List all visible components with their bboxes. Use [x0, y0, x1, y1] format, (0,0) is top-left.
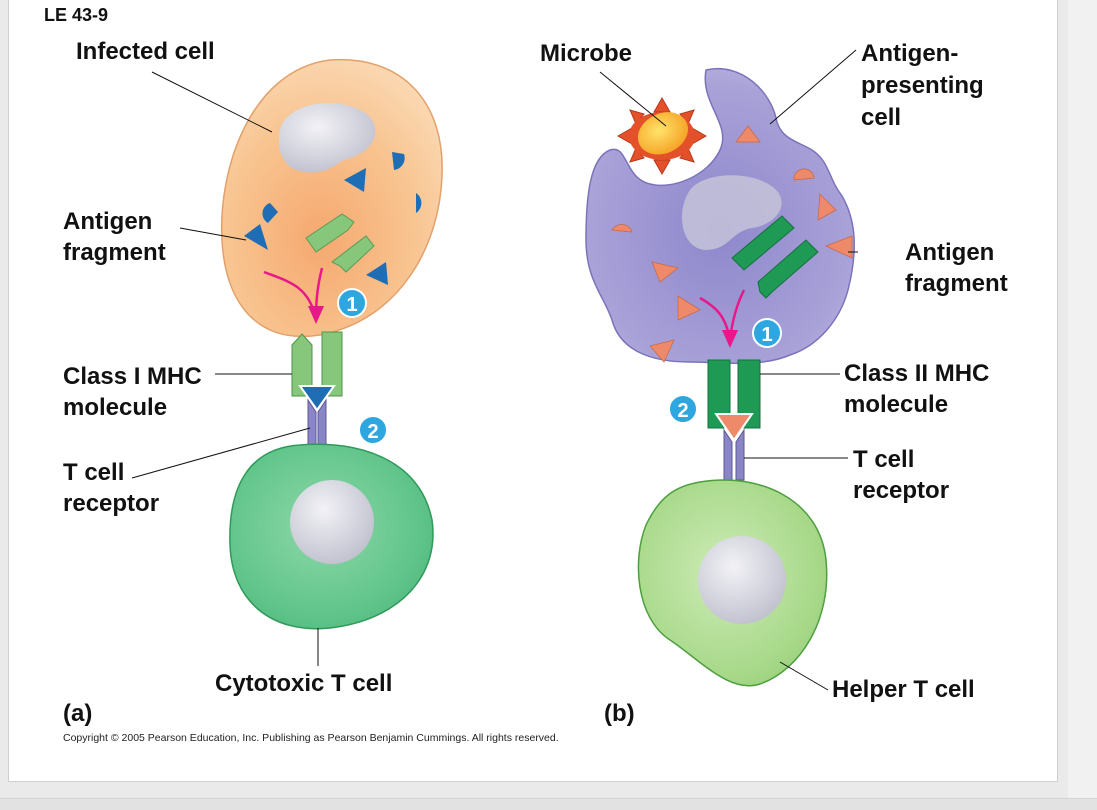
- panel-a-letter: (a): [63, 700, 93, 727]
- right-scroll-rail[interactable]: [1068, 0, 1097, 800]
- label-tcr-a-line2: receptor: [63, 490, 160, 517]
- leader-lines-a: [131, 71, 319, 666]
- label-apc-line2: presenting: [861, 72, 984, 99]
- step-badge-a2: 2: [358, 415, 388, 445]
- antigen-fragments-a: [244, 152, 422, 285]
- slide-canvas: [8, 0, 1058, 782]
- bottom-status-bar: [0, 798, 1097, 810]
- label-helper-t-cell: Helper T cell: [832, 676, 975, 703]
- label-tcr-a-line1: T cell: [63, 459, 125, 486]
- cytotoxic-t-cell-nucleus: [290, 480, 374, 564]
- label-class1-mhc-line1: Class I MHC: [63, 363, 202, 390]
- apc-nucleus: [682, 175, 782, 250]
- antigen-fragments-b: [611, 125, 853, 363]
- panel-b-letter: (b): [604, 700, 635, 727]
- label-apc-line1: Antigen-: [861, 40, 959, 67]
- figure-id: LE 43-9: [44, 5, 109, 25]
- label-antigen-fragment-b-line1: Antigen: [905, 239, 995, 266]
- label-class2-mhc-line1: Class II MHC: [844, 360, 990, 387]
- mhc-class2-inside: [731, 215, 819, 299]
- label-class2-mhc-line2: molecule: [844, 391, 949, 418]
- mhc-class1-surface: [291, 331, 343, 397]
- microbe: [616, 96, 708, 176]
- label-apc-line3: cell: [861, 104, 902, 131]
- label-class1-mhc-line2: molecule: [63, 394, 168, 421]
- mhc-class2-surface: [707, 359, 761, 429]
- label-microbe: Microbe: [540, 40, 633, 67]
- infected-cell-nucleus: [278, 102, 376, 173]
- copyright-notice: Copyright © 2005 Pearson Education, Inc.…: [63, 732, 559, 744]
- presented-antigen-b: [714, 413, 754, 442]
- label-antigen-fragment-a-line1: Antigen: [63, 208, 153, 235]
- step-badge-b1: 1: [752, 318, 782, 348]
- step-badge-a1: 1: [337, 288, 367, 318]
- step-badge-b2: 2: [668, 394, 698, 424]
- helper-t-cell-nucleus: [698, 536, 786, 624]
- label-infected-cell: Infected cell: [76, 38, 215, 65]
- leader-lines-b: [599, 49, 858, 691]
- label-antigen-fragment-b-line2: fragment: [905, 270, 1008, 297]
- label-antigen-fragment-a-line2: fragment: [63, 239, 166, 266]
- label-tcr-b-line2: receptor: [853, 477, 950, 504]
- mhc-class1-inside: [305, 213, 375, 273]
- label-tcr-b-line1: T cell: [853, 446, 915, 473]
- label-cytotoxic-t-cell: Cytotoxic T cell: [215, 670, 393, 697]
- infected-cell-body: [220, 58, 443, 338]
- tcr-b: [723, 428, 745, 481]
- presented-antigen-a: [298, 385, 336, 412]
- tcr-a: [307, 398, 327, 446]
